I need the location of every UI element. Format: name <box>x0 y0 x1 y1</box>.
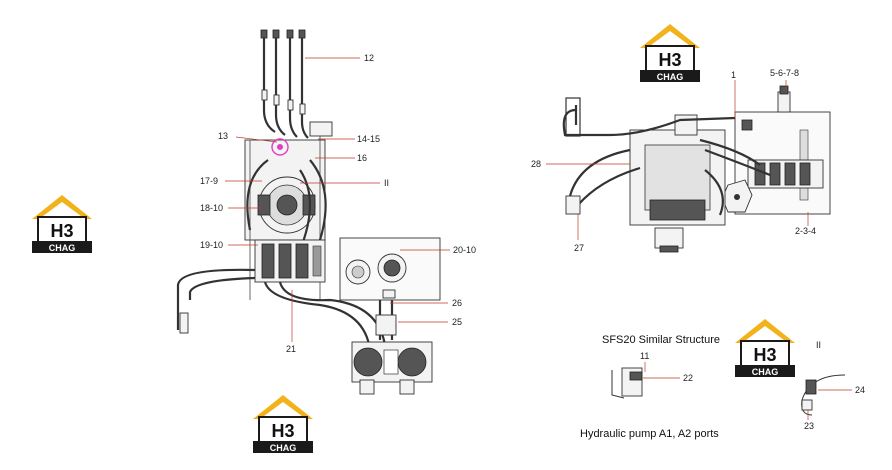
callout-5-8: 5-6-7-8 <box>770 68 799 78</box>
callout-14-15: 14-15 <box>357 134 380 144</box>
callout-13: 13 <box>218 131 228 141</box>
rotary-joint <box>257 176 316 234</box>
brand-logo-top: H3 CHAG <box>639 23 701 83</box>
detail-port-view <box>611 362 680 399</box>
svg-text:H3: H3 <box>271 421 294 441</box>
callout-19-10: 19-10 <box>200 240 223 250</box>
callout-22: 22 <box>683 373 693 383</box>
valve-block <box>254 239 326 283</box>
svg-text:CHAG: CHAG <box>752 367 779 377</box>
callout-20-10: 20-10 <box>453 245 476 255</box>
callout-12: 12 <box>364 53 374 63</box>
svg-text:CHAG: CHAG <box>657 72 684 82</box>
callout-1: 1 <box>731 70 736 80</box>
callout-24: 24 <box>855 385 865 395</box>
callout-27: 27 <box>574 243 584 253</box>
callout-21: 21 <box>286 344 296 354</box>
callout-23: 23 <box>804 421 814 431</box>
callout-ii-left: II <box>384 178 389 188</box>
callout-2-4: 2-3-4 <box>795 226 816 236</box>
right-assembly <box>562 85 831 253</box>
svg-text:CHAG: CHAG <box>49 243 76 253</box>
callout-25: 25 <box>452 317 462 327</box>
callout-18-10: 18-10 <box>200 203 223 213</box>
svg-text:CHAG: CHAG <box>270 443 297 453</box>
callout-28: 28 <box>531 159 541 169</box>
caption-similar-structure: SFS20 Similar Structure <box>602 334 720 346</box>
highlight-ring <box>271 138 289 156</box>
svg-text:H3: H3 <box>50 221 73 241</box>
svg-text:H3: H3 <box>658 50 681 70</box>
brand-logo-right: H3 CHAG <box>734 318 796 378</box>
top-hoses <box>260 29 309 139</box>
brand-logo-bottom: H3 CHAG <box>252 394 314 454</box>
callout-16: 16 <box>357 153 367 163</box>
brand-logo-left: H3 CHAG <box>31 194 93 254</box>
svg-text:H3: H3 <box>753 345 776 365</box>
callout-26: 26 <box>452 298 462 308</box>
caption-pump-ports: Hydraulic pump A1, A2 ports <box>580 428 719 440</box>
detail-ii-view <box>801 374 852 420</box>
callout-ii-right: II <box>816 340 821 350</box>
hydraulic-pump <box>351 341 433 395</box>
leaders-left <box>225 57 450 342</box>
leaders-right <box>546 80 809 240</box>
tank <box>339 237 441 301</box>
callout-17-9: 17-9 <box>200 176 218 186</box>
callout-11: 11 <box>640 351 649 361</box>
